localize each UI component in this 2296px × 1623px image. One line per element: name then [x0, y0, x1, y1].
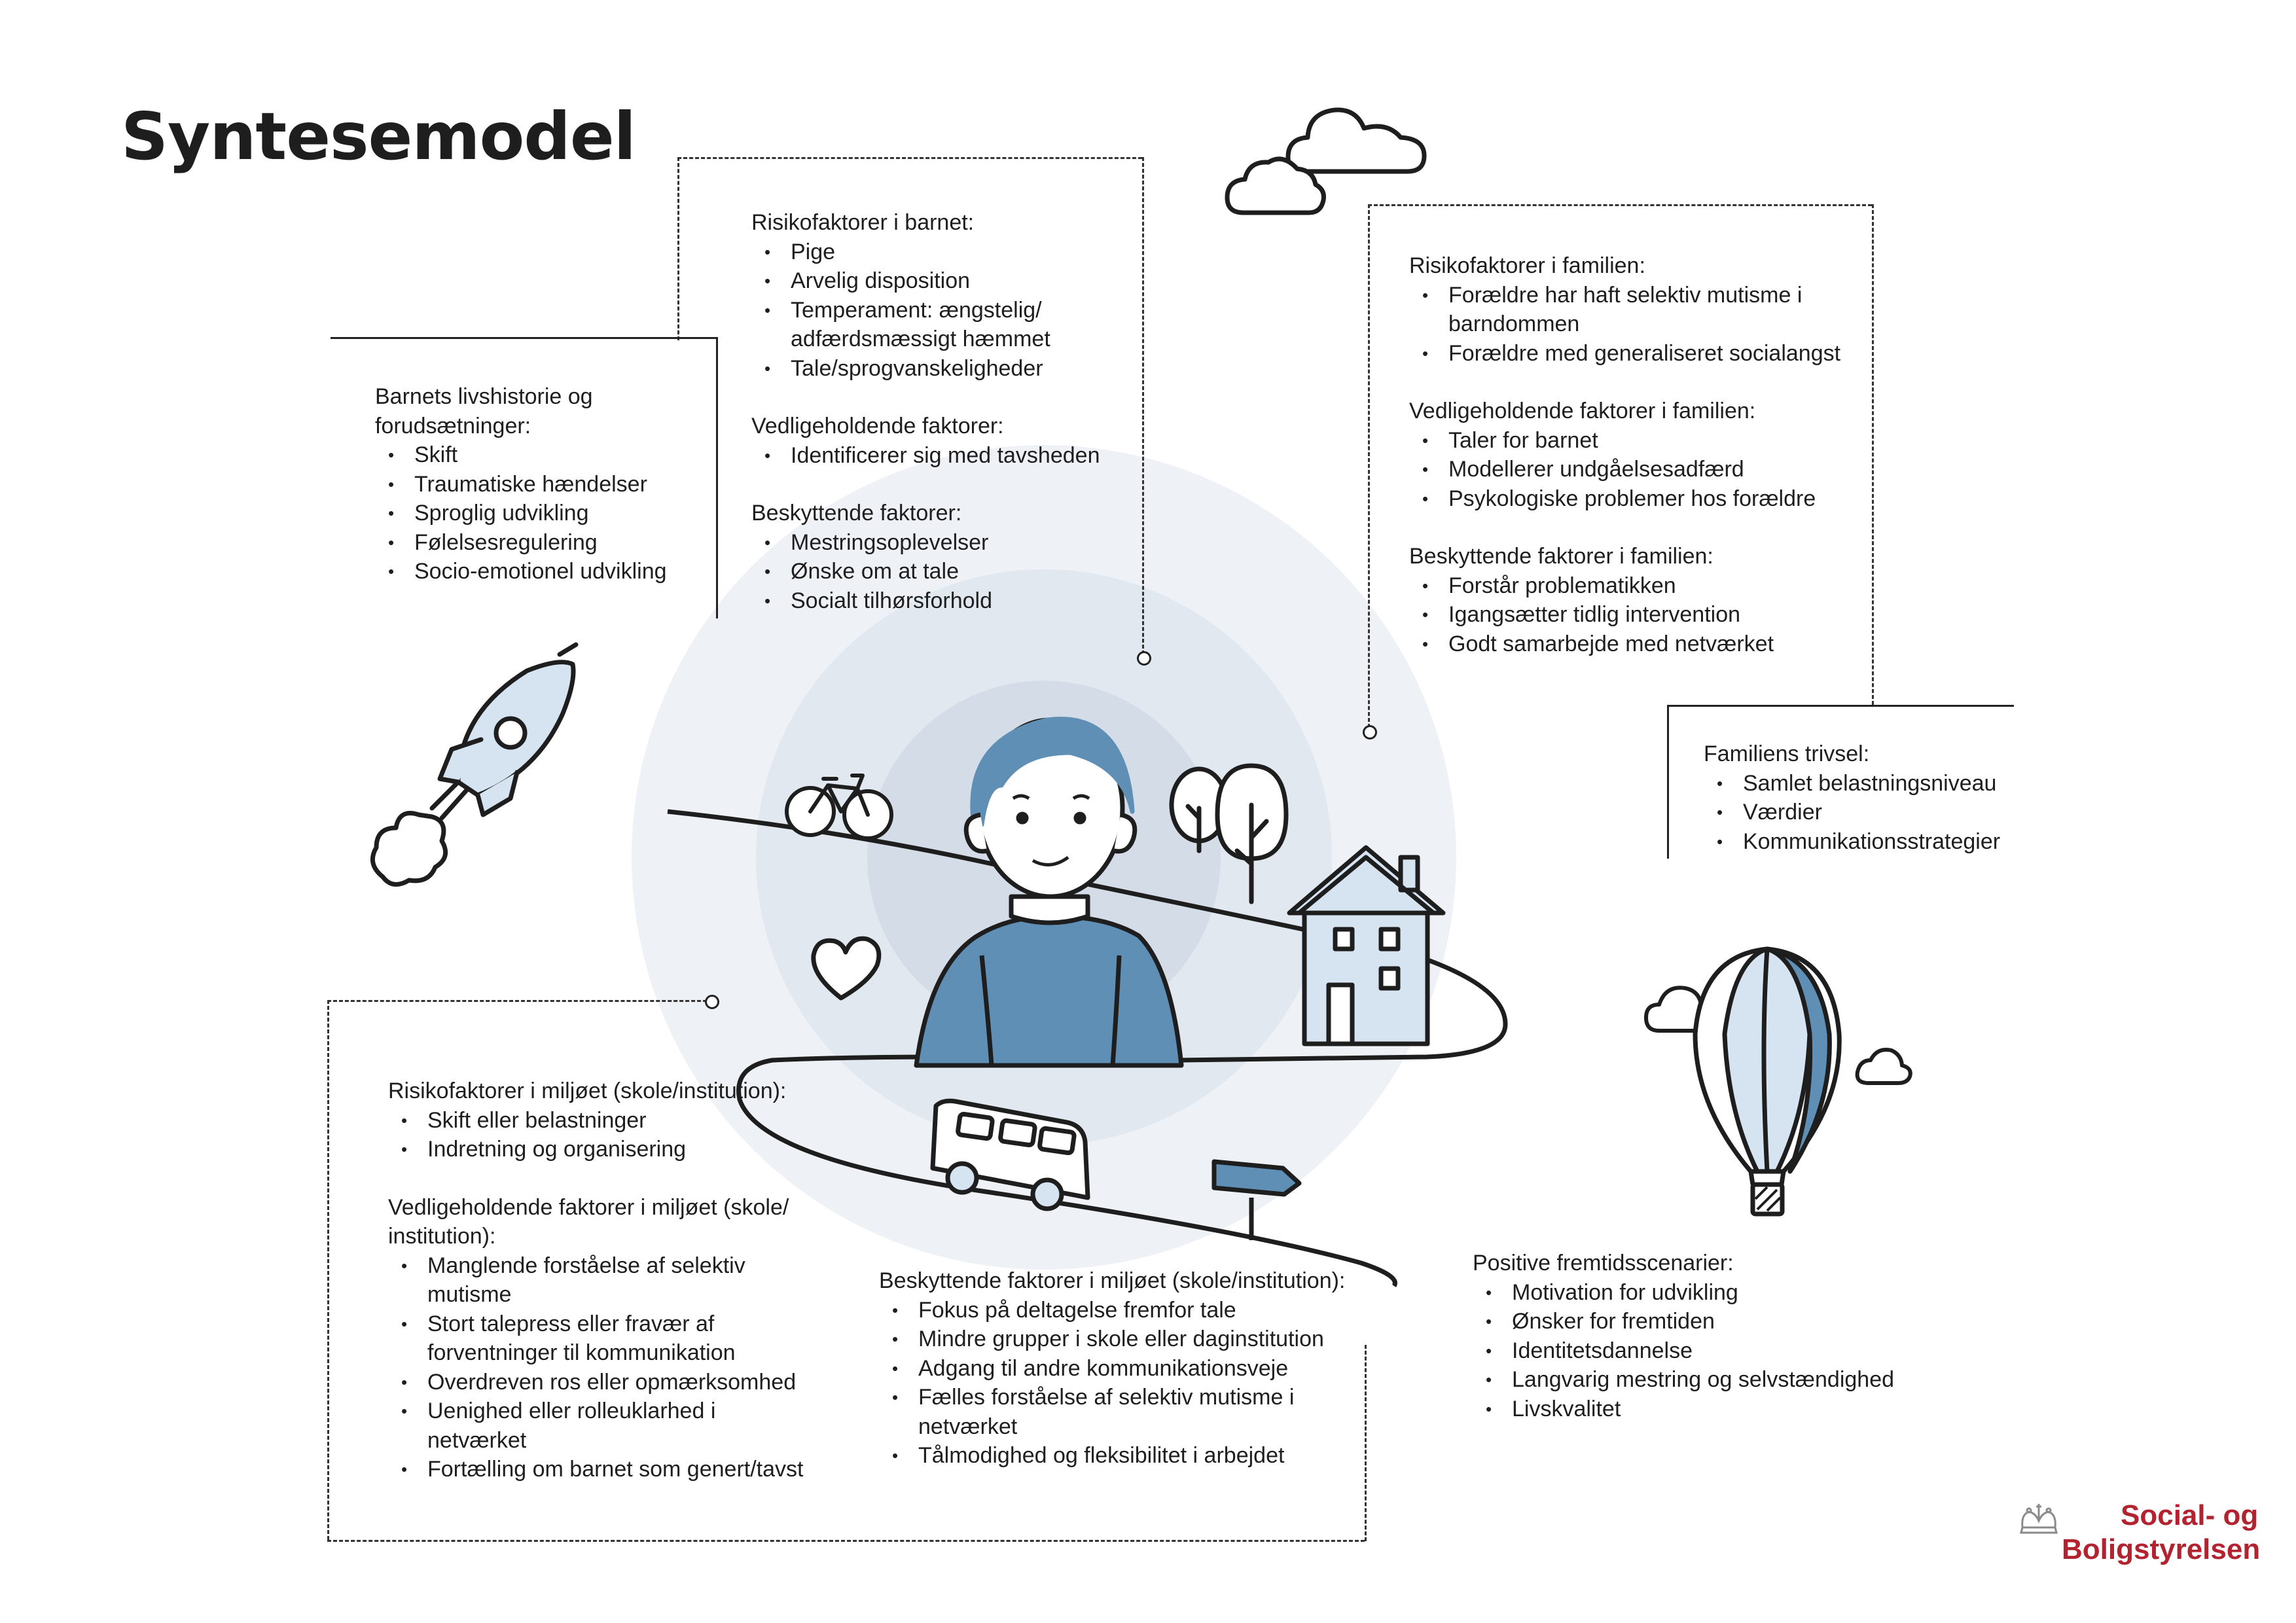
list-item: Adgang til andre kommunikationsveje: [879, 1354, 1350, 1383]
connector-dot: [705, 995, 719, 1009]
bicycle-icon: [785, 774, 893, 840]
environment-protective: Beskyttende faktorer i miljøet (skole/in…: [879, 1266, 1350, 1471]
env-protective-box-right: [1365, 1345, 1367, 1541]
list-item: Modellerer undgåelsesadfærd: [1409, 455, 1854, 484]
list-item: Værdier: [1704, 798, 2018, 827]
list-item: Skift eller belastninger: [388, 1106, 814, 1135]
list-item: Ønske om at tale: [751, 557, 1118, 586]
environment-box-left: [327, 1000, 329, 1540]
list-item: Forældre med generaliseret socialangst: [1409, 339, 1854, 368]
list-item: Overdreven ros eller opmærksomhed: [388, 1368, 814, 1397]
hot-air-balloon-icon: [1693, 946, 1842, 1217]
connector-dot: [1363, 725, 1377, 740]
list-item: Tale/sprogvanskeligheder: [751, 354, 1118, 383]
env-protective-heading: Beskyttende faktorer i miljøet (skole/in…: [879, 1268, 1346, 1293]
family-risk-heading: Risikofaktorer i familien:: [1409, 253, 1645, 278]
future-heading: Positive fremtidsscenarier:: [1473, 1251, 1734, 1275]
list-item: Traumatiske hændelser: [375, 470, 702, 499]
list-item: Godt samarbejde med netværket: [1409, 630, 1854, 659]
list-item: Kommunikationsstrategier: [1704, 827, 2018, 857]
family-box-left: [1368, 204, 1370, 728]
list-item: Fælles forståelse af selektiv mutisme i …: [879, 1383, 1350, 1441]
family-factors: Risikofaktorer i familien: Forældre har …: [1409, 251, 1854, 658]
list-item: Forstår problematikken: [1409, 571, 1854, 601]
child-box-left: [677, 157, 679, 340]
list-item: Sproglig udvikling: [375, 499, 702, 528]
list-item: Tålmodighed og fleksibilitet i arbejdet: [879, 1441, 1350, 1471]
environment-factors: Risikofaktorer i miljøet (skole/institut…: [388, 1077, 814, 1484]
house-icon: [1287, 845, 1446, 1046]
environment-maintaining-heading: Vedligeholdende faktorer i miljøet (skol…: [388, 1194, 789, 1249]
list-item: Stort talepress eller fravær af forventn…: [388, 1310, 814, 1368]
list-item: Socialt tilhørsforhold: [751, 586, 1118, 616]
list-item: Pige: [751, 238, 1118, 267]
page-title: Syntesemodel: [121, 98, 636, 175]
family-box-top: [1368, 204, 1872, 206]
history-box-top: [331, 337, 717, 339]
history-heading: Barnets livshistorie og forudsætninger:: [375, 384, 593, 438]
wellbeing-heading: Familiens trivsel:: [1704, 741, 1870, 766]
cloud-icon: [1225, 156, 1326, 215]
list-item: Mestringsoplevelser: [751, 528, 1118, 558]
bus-icon: [930, 1098, 1090, 1211]
signpost-icon: [1211, 1159, 1302, 1240]
list-item: Følelsesregulering: [375, 528, 702, 558]
child-box-top: [677, 157, 1142, 159]
family-protective-heading: Beskyttende faktorer i familien:: [1409, 544, 1713, 569]
child-factors: Risikofaktorer i barnet: Pige Arvelig di…: [751, 208, 1118, 615]
wellbeing-box-top: [1667, 705, 2014, 707]
environment-risk-heading: Risikofaktorer i miljøet (skole/institut…: [388, 1079, 787, 1103]
environment-box-top: [327, 1000, 707, 1002]
list-item: Uenighed eller rolleuklarhed i netværket: [388, 1397, 814, 1455]
cloud-icon: [1285, 107, 1427, 174]
crown-icon: [2020, 1504, 2058, 1534]
list-item: Mindre grupper i skole eller daginstitut…: [879, 1325, 1350, 1354]
wellbeing-box-left: [1667, 705, 1669, 859]
child-risk-heading: Risikofaktorer i barnet:: [751, 210, 975, 235]
connector-dot: [1137, 651, 1151, 666]
child-box-right: [1142, 157, 1144, 654]
list-item: Indretning og organisering: [388, 1135, 814, 1164]
family-box-right: [1872, 204, 1874, 705]
list-item: Forældre har haft selektiv mutisme i bar…: [1409, 281, 1854, 339]
future-scenarios: Positive fremtidsscenarier: Motivation f…: [1473, 1249, 1944, 1423]
history-factors: Barnets livshistorie og forudsætninger: …: [375, 382, 702, 586]
list-item: Livskvalitet: [1473, 1395, 1944, 1424]
list-item: Identitetsdannelse: [1473, 1336, 1944, 1366]
history-box-right: [716, 337, 718, 618]
tree-icon: [1169, 766, 1229, 853]
list-item: Samlet belastningsniveau: [1704, 769, 2018, 798]
child-maintaining-heading: Vedligeholdende faktorer:: [751, 414, 1004, 438]
list-item: Arvelig disposition: [751, 266, 1118, 296]
list-item: Motivation for udvikling: [1473, 1278, 1944, 1308]
family-wellbeing: Familiens trivsel: Samlet belastningsniv…: [1704, 740, 2018, 856]
list-item: Fortælling om barnet som genert/tavst: [388, 1455, 814, 1484]
list-item: Igangsætter tidlig intervention: [1409, 600, 1854, 630]
list-item: Ønsker for fremtiden: [1473, 1307, 1944, 1336]
list-item: Manglende forståelse af selektiv mutisme: [388, 1251, 814, 1310]
list-item: Langvarig mestring og selvstændighed: [1473, 1365, 1944, 1395]
heart-icon: [811, 936, 882, 1001]
list-item: Skift: [375, 440, 702, 470]
agency-logo: Social- og Boligstyrelsen: [2020, 1499, 2261, 1567]
environment-box-bottom: [327, 1540, 1365, 1542]
logo-line-1: Social- og: [2121, 1499, 2259, 1531]
list-item: Psykologiske problemer hos forældre: [1409, 484, 1854, 514]
list-item: Temperament: ængstelig/ adfærdsmæssigt h…: [751, 296, 1118, 354]
list-item: Fokus på deltagelse fremfor tale: [879, 1296, 1350, 1325]
person-illustration: [914, 717, 1184, 1068]
list-item: Taler for barnet: [1409, 426, 1854, 455]
child-protective-heading: Beskyttende faktorer:: [751, 501, 962, 526]
list-item: Socio-emotionel udvikling: [375, 557, 702, 586]
rocket-icon: [370, 642, 579, 887]
tree-icon: [1215, 763, 1289, 904]
list-item: Identificerer sig med tavsheden: [751, 441, 1118, 471]
logo-line-2: Boligstyrelsen: [2062, 1533, 2261, 1565]
family-maintaining-heading: Vedligeholdende faktorer i familien:: [1409, 399, 1756, 423]
